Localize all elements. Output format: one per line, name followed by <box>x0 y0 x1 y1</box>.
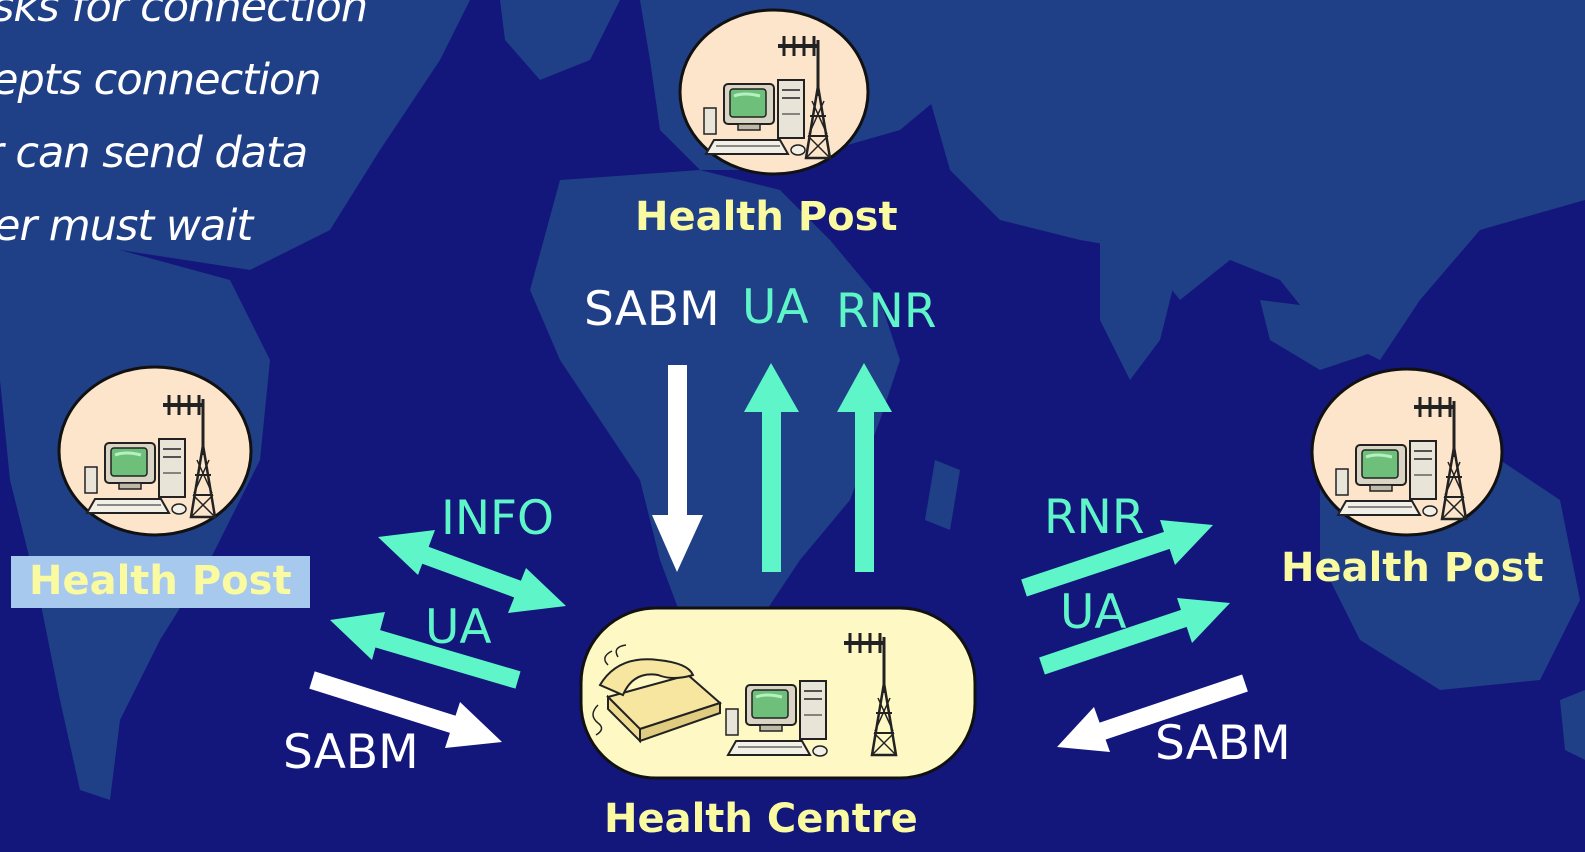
msg-right-ua: UA <box>1060 585 1127 640</box>
arrow-info-bidirectional <box>378 530 566 613</box>
msg-left-info: INFO <box>441 491 555 546</box>
node-label-centre: Health Centre <box>604 796 918 842</box>
arrow-rnr-right <box>1021 520 1213 597</box>
telephone-icon <box>592 644 722 744</box>
msg-top-sabm: SABM <box>584 282 720 337</box>
arrow-sabm-right-bottom-left <box>309 671 502 748</box>
msg-right-sabm: SABM <box>1155 716 1291 771</box>
health-centre-box <box>579 606 977 780</box>
bullet-line-1: sks for connection <box>0 0 368 32</box>
arrow-ua-left <box>330 612 521 689</box>
health-post-top <box>678 8 870 176</box>
bullet-line-3: r can send data <box>0 128 308 178</box>
node-label-left: Health Post <box>11 556 310 608</box>
msg-left-sabm: SABM <box>283 725 419 780</box>
health-post-right <box>1310 367 1504 537</box>
msg-right-rnr: RNR <box>1044 490 1145 545</box>
arrow-ua-up <box>744 363 799 572</box>
arrow-rnr-up <box>837 363 892 572</box>
msg-left-ua: UA <box>425 600 492 655</box>
health-post-left <box>57 365 253 537</box>
node-label-right: Health Post <box>1281 545 1544 591</box>
bullet-line-4: er must wait <box>0 201 253 251</box>
msg-top-ua: UA <box>742 280 809 335</box>
msg-top-rnr: RNR <box>836 284 937 339</box>
bullet-line-2: epts connection <box>0 55 322 105</box>
node-label-top: Health Post <box>635 194 898 240</box>
arrow-sabm-left-bottom-right <box>1057 674 1248 752</box>
arrow-sabm-down <box>652 365 703 572</box>
arrow-ua-right <box>1039 598 1230 675</box>
